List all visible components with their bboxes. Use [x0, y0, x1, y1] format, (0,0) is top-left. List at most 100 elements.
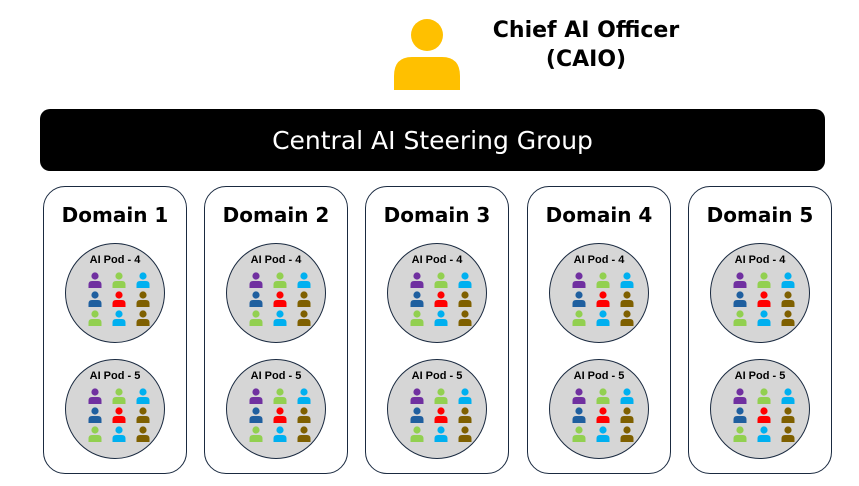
- member-person-icon: [458, 407, 472, 423]
- member-person-icon: [596, 407, 610, 423]
- member-person-icon: [757, 291, 771, 307]
- ai-pod-circle: AI Pod - 5: [387, 359, 487, 459]
- member-person-icon: [297, 291, 311, 307]
- ai-pod-label: AI Pod - 5: [250, 370, 302, 382]
- member-person-icon: [112, 388, 126, 404]
- member-person-icon: [112, 310, 126, 326]
- member-person-icon: [112, 272, 126, 288]
- member-person-icon: [781, 310, 795, 326]
- member-person-icon: [596, 291, 610, 307]
- member-person-icon: [88, 310, 102, 326]
- member-person-icon: [757, 388, 771, 404]
- member-person-icon: [458, 272, 472, 288]
- member-person-icon: [112, 291, 126, 307]
- member-person-icon: [733, 291, 747, 307]
- caio-title-line1: Chief AI Officer: [492, 18, 680, 43]
- member-person-icon: [136, 426, 150, 442]
- member-person-icon: [757, 272, 771, 288]
- member-person-icon: [88, 407, 102, 423]
- domain-card: Domain 4 AI Pod - 4 AI Pod - 5: [527, 186, 671, 474]
- pod-members-grid: [245, 388, 315, 442]
- central-steering-group-box: Central AI Steering Group: [40, 109, 825, 171]
- member-person-icon: [273, 310, 287, 326]
- pod-members-grid: [406, 388, 476, 442]
- member-person-icon: [596, 310, 610, 326]
- member-person-icon: [136, 272, 150, 288]
- member-person-icon: [733, 272, 747, 288]
- member-person-icon: [781, 426, 795, 442]
- member-person-icon: [781, 291, 795, 307]
- member-person-icon: [112, 426, 126, 442]
- member-person-icon: [297, 310, 311, 326]
- member-person-icon: [757, 407, 771, 423]
- caio-title-line2: (CAIO): [545, 47, 627, 72]
- member-person-icon: [88, 272, 102, 288]
- member-person-icon: [572, 388, 586, 404]
- ai-pod-circle: AI Pod - 5: [710, 359, 810, 459]
- ai-pod-label: AI Pod - 4: [573, 254, 625, 266]
- member-person-icon: [249, 272, 263, 288]
- domain-title: Domain 4: [545, 203, 653, 227]
- member-person-icon: [572, 272, 586, 288]
- member-person-icon: [88, 388, 102, 404]
- member-person-icon: [781, 272, 795, 288]
- member-person-icon: [733, 426, 747, 442]
- member-person-icon: [620, 291, 634, 307]
- member-person-icon: [249, 426, 263, 442]
- member-person-icon: [112, 407, 126, 423]
- pod-members-grid: [84, 388, 154, 442]
- member-person-icon: [88, 291, 102, 307]
- pod-members-grid: [729, 388, 799, 442]
- member-person-icon: [458, 426, 472, 442]
- steering-group-label: Central AI Steering Group: [272, 125, 593, 155]
- member-person-icon: [596, 426, 610, 442]
- member-person-icon: [410, 407, 424, 423]
- member-person-icon: [757, 426, 771, 442]
- pod-members-grid: [84, 272, 154, 326]
- member-person-icon: [297, 388, 311, 404]
- member-person-icon: [136, 407, 150, 423]
- member-person-icon: [458, 291, 472, 307]
- pod-members-grid: [568, 272, 638, 326]
- member-person-icon: [410, 272, 424, 288]
- member-person-icon: [434, 407, 448, 423]
- member-person-icon: [434, 272, 448, 288]
- member-person-icon: [620, 272, 634, 288]
- ai-pod-label: AI Pod - 4: [734, 254, 786, 266]
- ai-pod-circle: AI Pod - 4: [387, 243, 487, 343]
- member-person-icon: [458, 310, 472, 326]
- member-person-icon: [458, 388, 472, 404]
- ai-pod-circle: AI Pod - 4: [549, 243, 649, 343]
- pod-members-grid: [406, 272, 476, 326]
- member-person-icon: [620, 426, 634, 442]
- ai-pod-label: AI Pod - 5: [573, 370, 625, 382]
- member-person-icon: [410, 291, 424, 307]
- member-person-icon: [136, 388, 150, 404]
- member-person-icon: [596, 272, 610, 288]
- member-person-icon: [596, 388, 610, 404]
- ai-pod-circle: AI Pod - 5: [65, 359, 165, 459]
- member-person-icon: [249, 388, 263, 404]
- ai-pod-label: AI Pod - 5: [411, 370, 463, 382]
- member-person-icon: [781, 388, 795, 404]
- member-person-icon: [733, 407, 747, 423]
- pod-members-grid: [245, 272, 315, 326]
- member-person-icon: [620, 388, 634, 404]
- member-person-icon: [273, 426, 287, 442]
- member-person-icon: [249, 310, 263, 326]
- ai-pod-circle: AI Pod - 4: [226, 243, 326, 343]
- member-person-icon: [88, 426, 102, 442]
- member-person-icon: [297, 272, 311, 288]
- caio-person-icon: [392, 16, 462, 90]
- member-person-icon: [572, 407, 586, 423]
- member-person-icon: [620, 407, 634, 423]
- member-person-icon: [572, 291, 586, 307]
- domain-title: Domain 1: [61, 203, 169, 227]
- ai-pod-label: AI Pod - 4: [411, 254, 463, 266]
- member-person-icon: [572, 310, 586, 326]
- ai-pod-label: AI Pod - 5: [89, 370, 141, 382]
- member-person-icon: [410, 310, 424, 326]
